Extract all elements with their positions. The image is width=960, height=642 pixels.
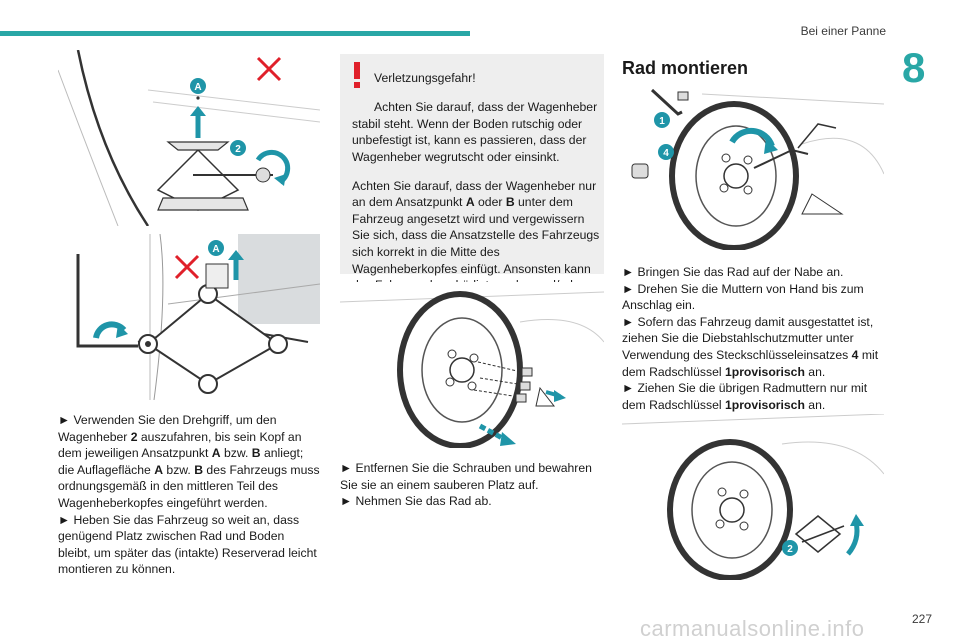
marker-a: A [212,244,219,255]
bullet-antitheft-nut: ► Sofern das Fahrzeug damit ausgestattet… [622,314,879,379]
bullet-extend-jack: ► Verwenden Sie den Drehgriff, um den Wa… [58,413,320,510]
figure-mount-wheel: 1 4 [622,84,884,250]
figure-lower-jack: 2 [622,414,884,580]
bullet-tighten-remaining: ► Ziehen Sie die übrigen Radmuttern nur … [622,381,868,412]
bullet-place-wheel: ► Bringen Sie das Rad auf der Nabe an. [622,265,844,279]
col3-instructions: ► Bringen Sie das Rad auf der Nabe an. ►… [622,264,886,413]
jack-raise-illustration: A 2 [58,50,320,226]
bullet-remove-bolts: ► Entfernen Sie die Schrauben und bewahr… [340,461,592,492]
header-accent-line [0,31,470,36]
marker-4: 4 [663,148,669,159]
marker-1: 1 [659,116,665,127]
warning-exclamation-icon [354,62,360,88]
watermark: carmanualsonline.info [640,616,865,641]
cross-icon [174,254,200,280]
figure-jack-raise: A 2 [58,50,320,226]
warning-paragraph-1: Achten Sie darauf, dass der Wagenheber s… [352,99,598,164]
marker-2: 2 [787,544,793,555]
figure-jack-crank: A [58,234,320,400]
mount-wheel-illustration: 1 4 [631,88,884,250]
cross-icon [256,56,282,82]
wheel-removal-illustration [340,291,604,448]
heading-mount-wheel: Rad montieren [622,58,749,78]
page-number: 227 [912,612,933,626]
bullet-hand-tighten: ► Drehen Sie die Muttern von Hand bis zu… [622,281,864,313]
marker-a: A [194,82,201,93]
warning-title: Verletzungsgefahr! [374,71,476,86]
col1-instructions: ► Verwenden Sie den Drehgriff, um den Wa… [58,412,320,578]
bullet-lift-vehicle: ► Heben Sie das Fahrzeug so weit an, das… [58,512,317,577]
marker-2: 2 [235,144,241,155]
section-title: Bei einer Panne [800,24,886,38]
jack-crank-illustration: A [76,234,320,400]
col2-instructions: ► Entfernen Sie die Schrauben und bewahr… [340,460,604,510]
chapter-number: 8 [902,44,926,91]
lower-jack-illustration: 2 [622,414,884,580]
warning-box: Verletzungsgefahr! Achten Sie darauf, da… [340,54,604,309]
figure-wheel-removal [340,282,604,448]
bullet-remove-wheel: ► Nehmen Sie das Rad ab. [340,494,492,509]
